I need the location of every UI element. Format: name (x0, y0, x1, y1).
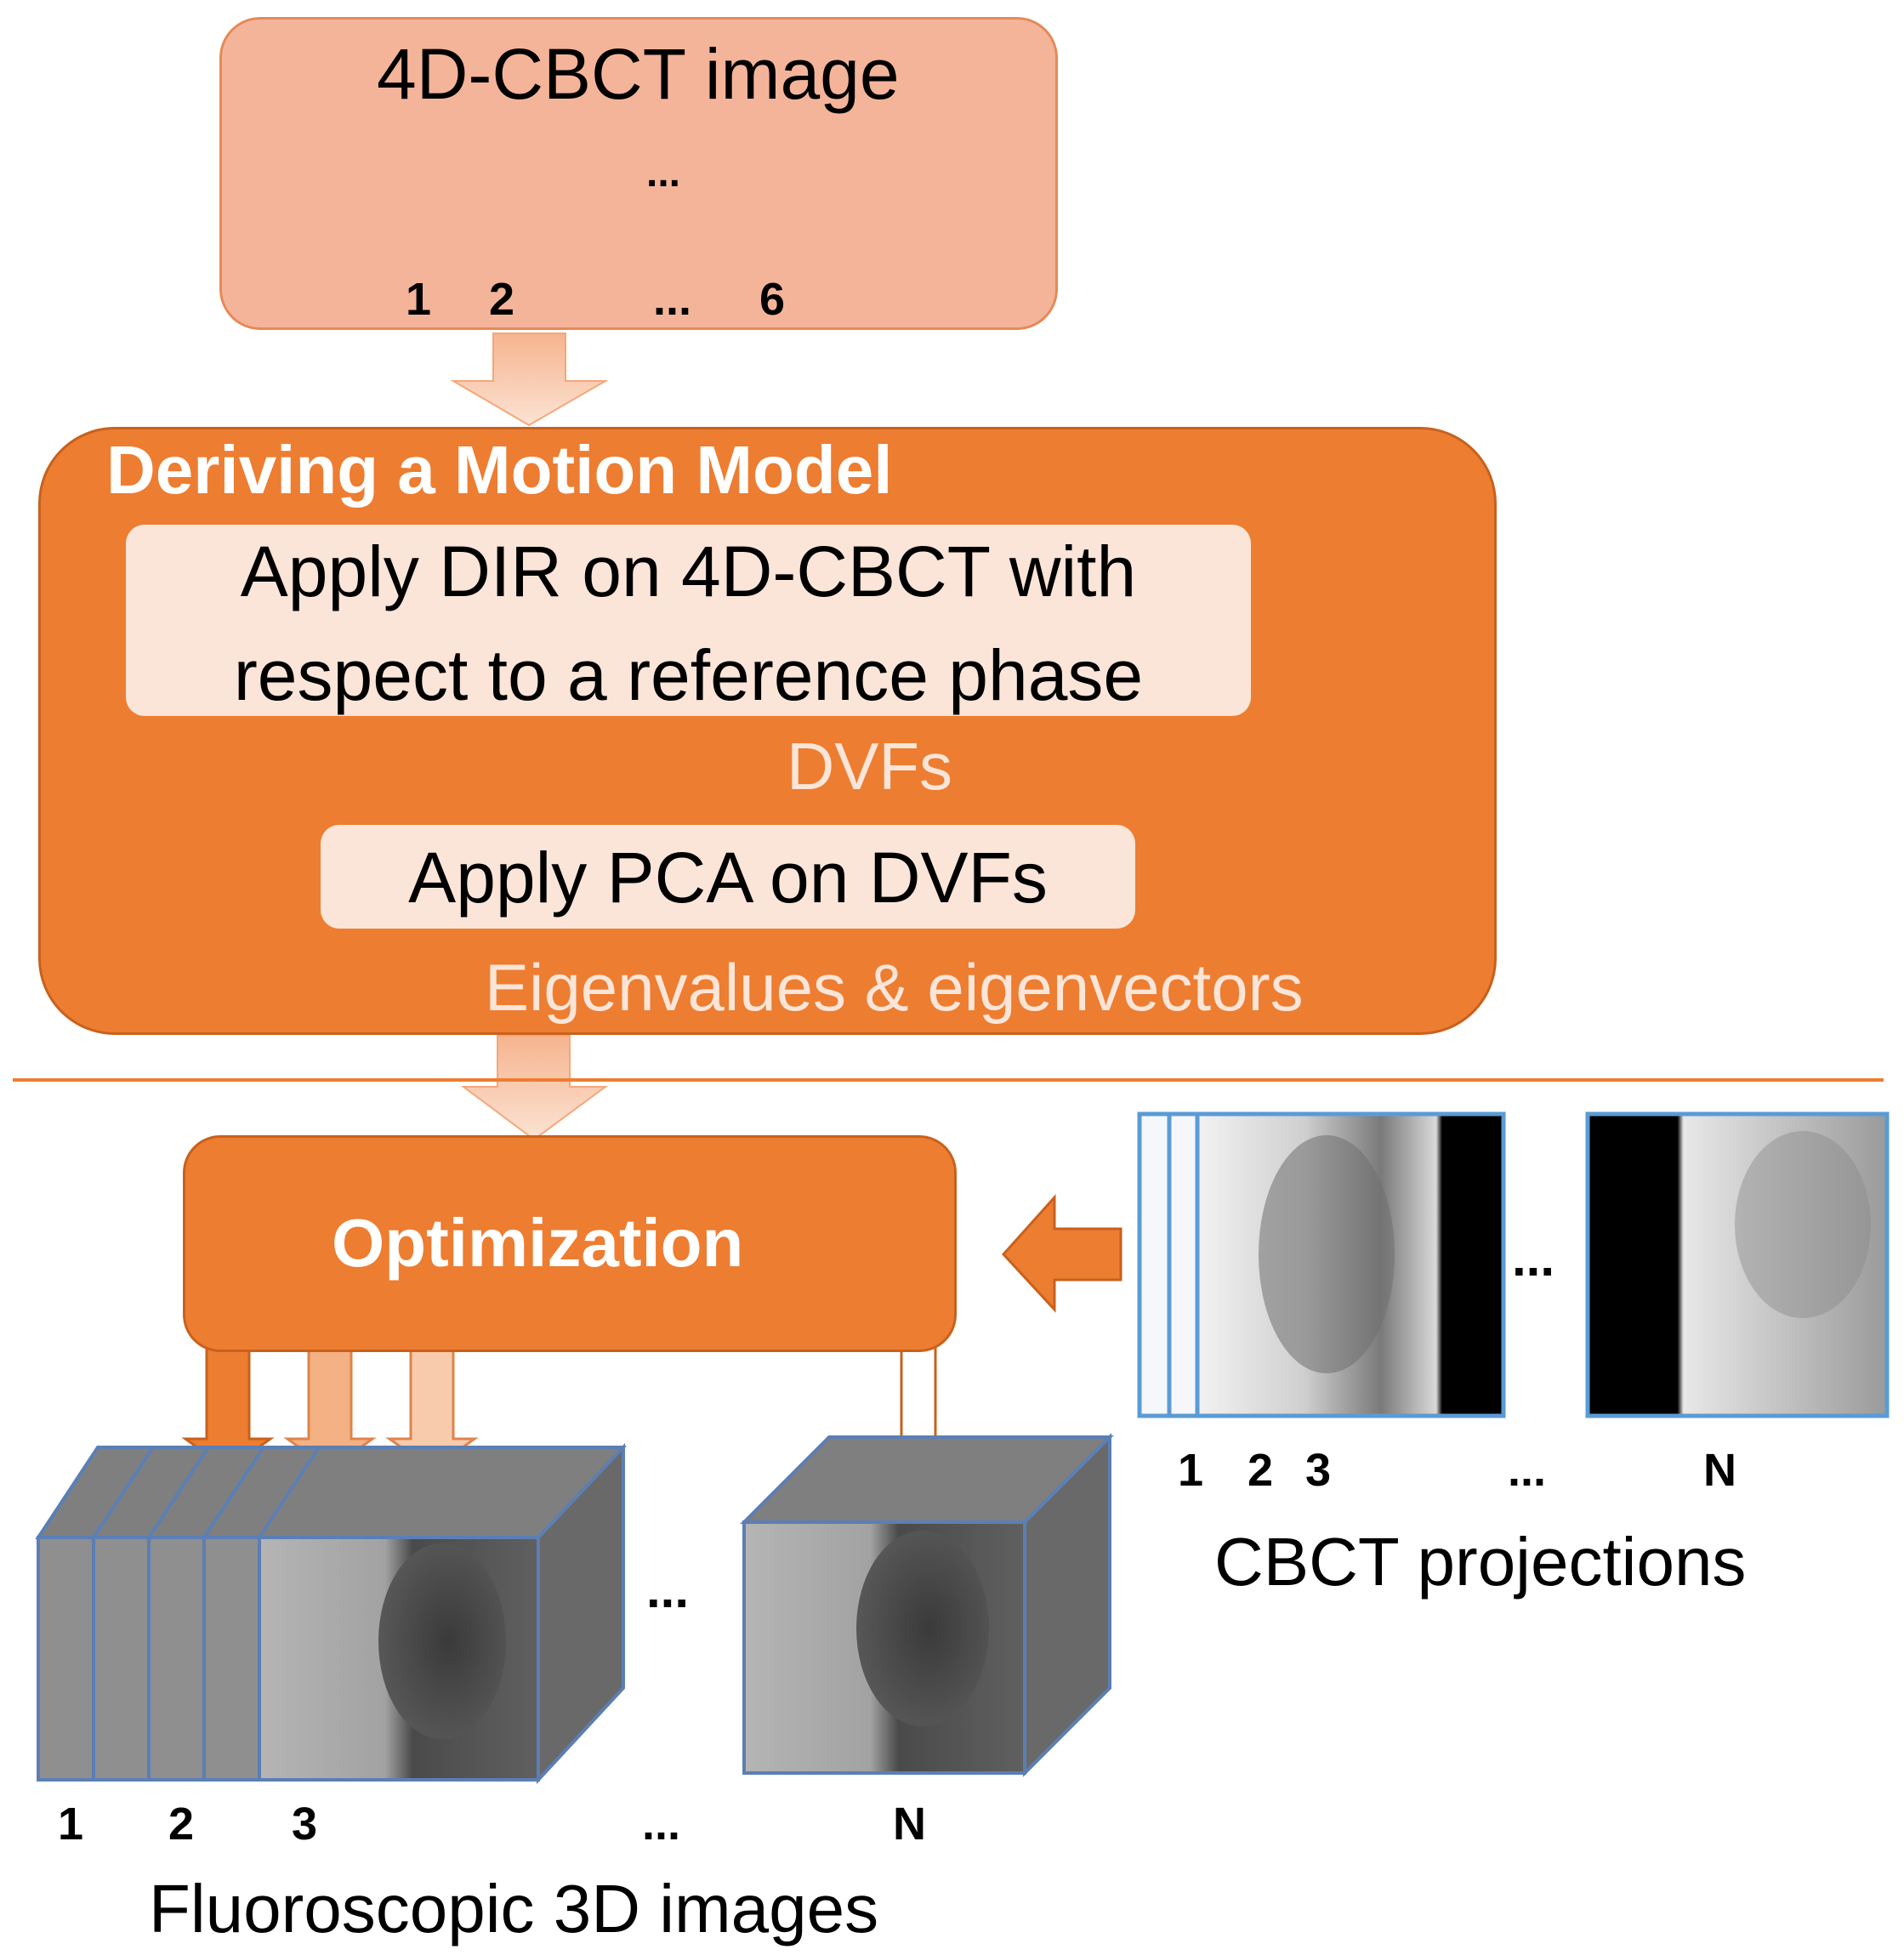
phase-number-6: 6 (759, 274, 786, 325)
fluoroscopic-cube-front (256, 1442, 627, 1785)
phase-number-1: 1 (406, 274, 432, 325)
dvfs-label: DVFs (787, 729, 952, 804)
arrow-top-to-motion (450, 332, 609, 427)
phase-number-ellipsis: ... (653, 274, 692, 325)
fluoroscopic-number-1: 1 (58, 1799, 84, 1850)
projection-number-3: 3 (1305, 1445, 1332, 1496)
optimization-title: Optimization (332, 1205, 744, 1281)
fluoroscopic-ellipsis: ... (646, 1561, 690, 1618)
fluoroscopic-cube-n (740, 1433, 1114, 1777)
fluoroscopic-caption: Fluoroscopic 3D images (149, 1871, 879, 1946)
fluoroscopic-number-n: N (893, 1799, 926, 1850)
motion-model-box (38, 427, 1497, 1035)
fluoroscopic-number-ellipsis: ... (642, 1799, 681, 1850)
top-cube-ellipsis: ... (646, 151, 681, 196)
projection-number-n: N (1703, 1445, 1736, 1496)
pca-step-box (321, 825, 1135, 929)
phase-number-2: 2 (489, 274, 515, 325)
projection-number-2: 2 (1248, 1445, 1274, 1496)
dir-step-box (126, 525, 1251, 716)
projections-caption: CBCT projections (1214, 1524, 1747, 1600)
arrow-projections-to-optimization (1001, 1194, 1123, 1313)
pca-step-text: Apply PCA on DVFs (408, 838, 1048, 918)
eigen-label: Eigenvalues & eigenvectors (485, 950, 1304, 1025)
dir-step-line-1: Apply DIR on 4D-CBCT with (240, 531, 1137, 611)
projection-image-n (1585, 1111, 1890, 1418)
cbct-projection-stack (1137, 1111, 1506, 1418)
fluoroscopic-number-2: 2 (168, 1799, 195, 1850)
projection-ellipsis: ... (1512, 1230, 1555, 1287)
projection-number-ellipsis: ... (1508, 1445, 1547, 1496)
arrow-motion-to-optimization (460, 1035, 609, 1141)
cbct-image-box (219, 17, 1058, 330)
motion-model-title: Deriving a Motion Model (106, 432, 893, 508)
projection-image-3 (1195, 1111, 1506, 1418)
optimization-box (183, 1135, 957, 1352)
fluoroscopic-number-3: 3 (292, 1799, 318, 1850)
fluoroscopic-cube-stack (35, 1442, 627, 1785)
section-divider (13, 1078, 1884, 1082)
projection-number-1: 1 (1178, 1445, 1204, 1496)
cbct-image-title: 4D-CBCT image (377, 34, 900, 114)
dir-step-line-2: respect to a reference phase (233, 635, 1144, 715)
